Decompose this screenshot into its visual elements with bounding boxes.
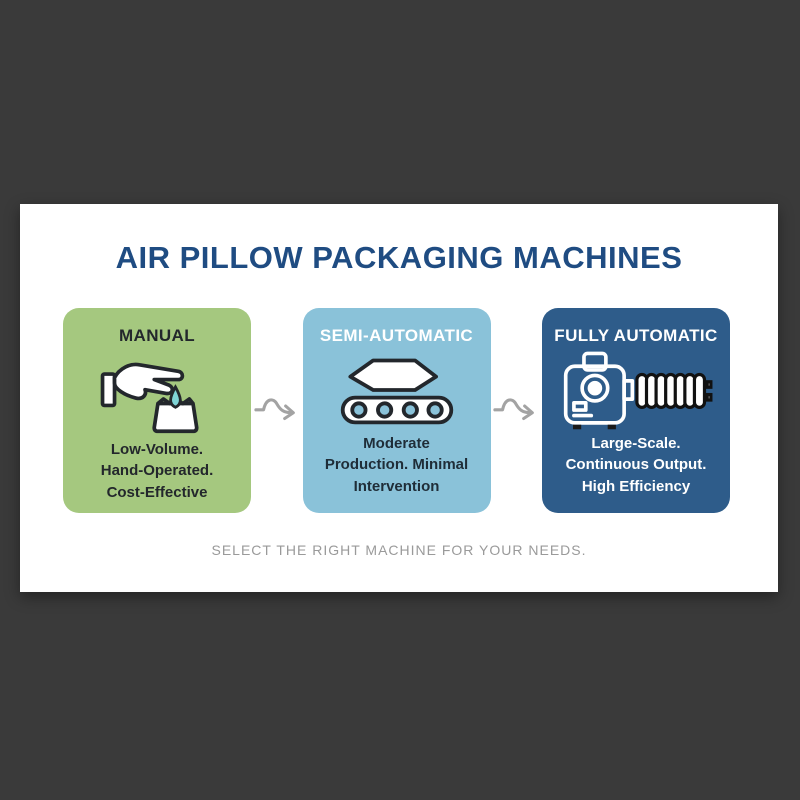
description-line: Moderate bbox=[363, 435, 430, 453]
machine-cards-row: MANUAL Low-Volume. Hand-Operated. bbox=[63, 308, 730, 513]
description-line: Continuous Output. bbox=[565, 456, 707, 474]
card-fully-automatic-description: Large-Scale. Continuous Output. High Eff… bbox=[566, 433, 707, 497]
tagline: SELECT THE RIGHT MACHINE FOR YOUR NEEDS. bbox=[211, 542, 587, 558]
conveyor-belt-icon bbox=[335, 346, 459, 433]
card-semi-automatic-description: Moderate Production. Minimal Interventio… bbox=[325, 433, 468, 497]
infographic-panel: AIR PILLOW PACKAGING MACHINES MANUAL bbox=[20, 204, 778, 592]
flow-arrow-2 bbox=[491, 308, 543, 513]
description-line: High Efficiency bbox=[581, 477, 691, 495]
card-semi-automatic: SEMI-AUTOMATIC Moderate Production. Mini… bbox=[302, 308, 491, 513]
description-line: Low-Volume. bbox=[110, 441, 204, 458]
flow-arrow-1 bbox=[251, 308, 303, 513]
description-line: Intervention bbox=[353, 477, 440, 495]
wavy-arrow-icon bbox=[493, 397, 535, 420]
wavy-arrow-icon bbox=[254, 397, 295, 420]
card-manual: MANUAL Low-Volume. Hand-Operated. bbox=[63, 308, 251, 513]
card-fully-automatic: FULLY AUTOMATIC bbox=[542, 308, 730, 513]
page-title: AIR PILLOW PACKAGING MACHINES bbox=[115, 240, 683, 275]
card-manual-description: Low-Volume. Hand-Operated. Cost-Effectiv… bbox=[101, 439, 214, 503]
hand-packing-icon bbox=[97, 346, 217, 439]
packaging-machine-icon bbox=[558, 346, 714, 433]
card-fully-automatic-title: FULLY AUTOMATIC bbox=[554, 326, 718, 345]
card-semi-automatic-title: SEMI-AUTOMATIC bbox=[319, 326, 474, 345]
description-line: Hand-Operated. bbox=[100, 462, 214, 480]
description-line: Cost-Effective bbox=[106, 483, 208, 501]
description-line: Production. Minimal bbox=[324, 456, 469, 474]
description-line: Large-Scale. bbox=[591, 435, 681, 453]
card-manual-title: MANUAL bbox=[118, 326, 196, 345]
